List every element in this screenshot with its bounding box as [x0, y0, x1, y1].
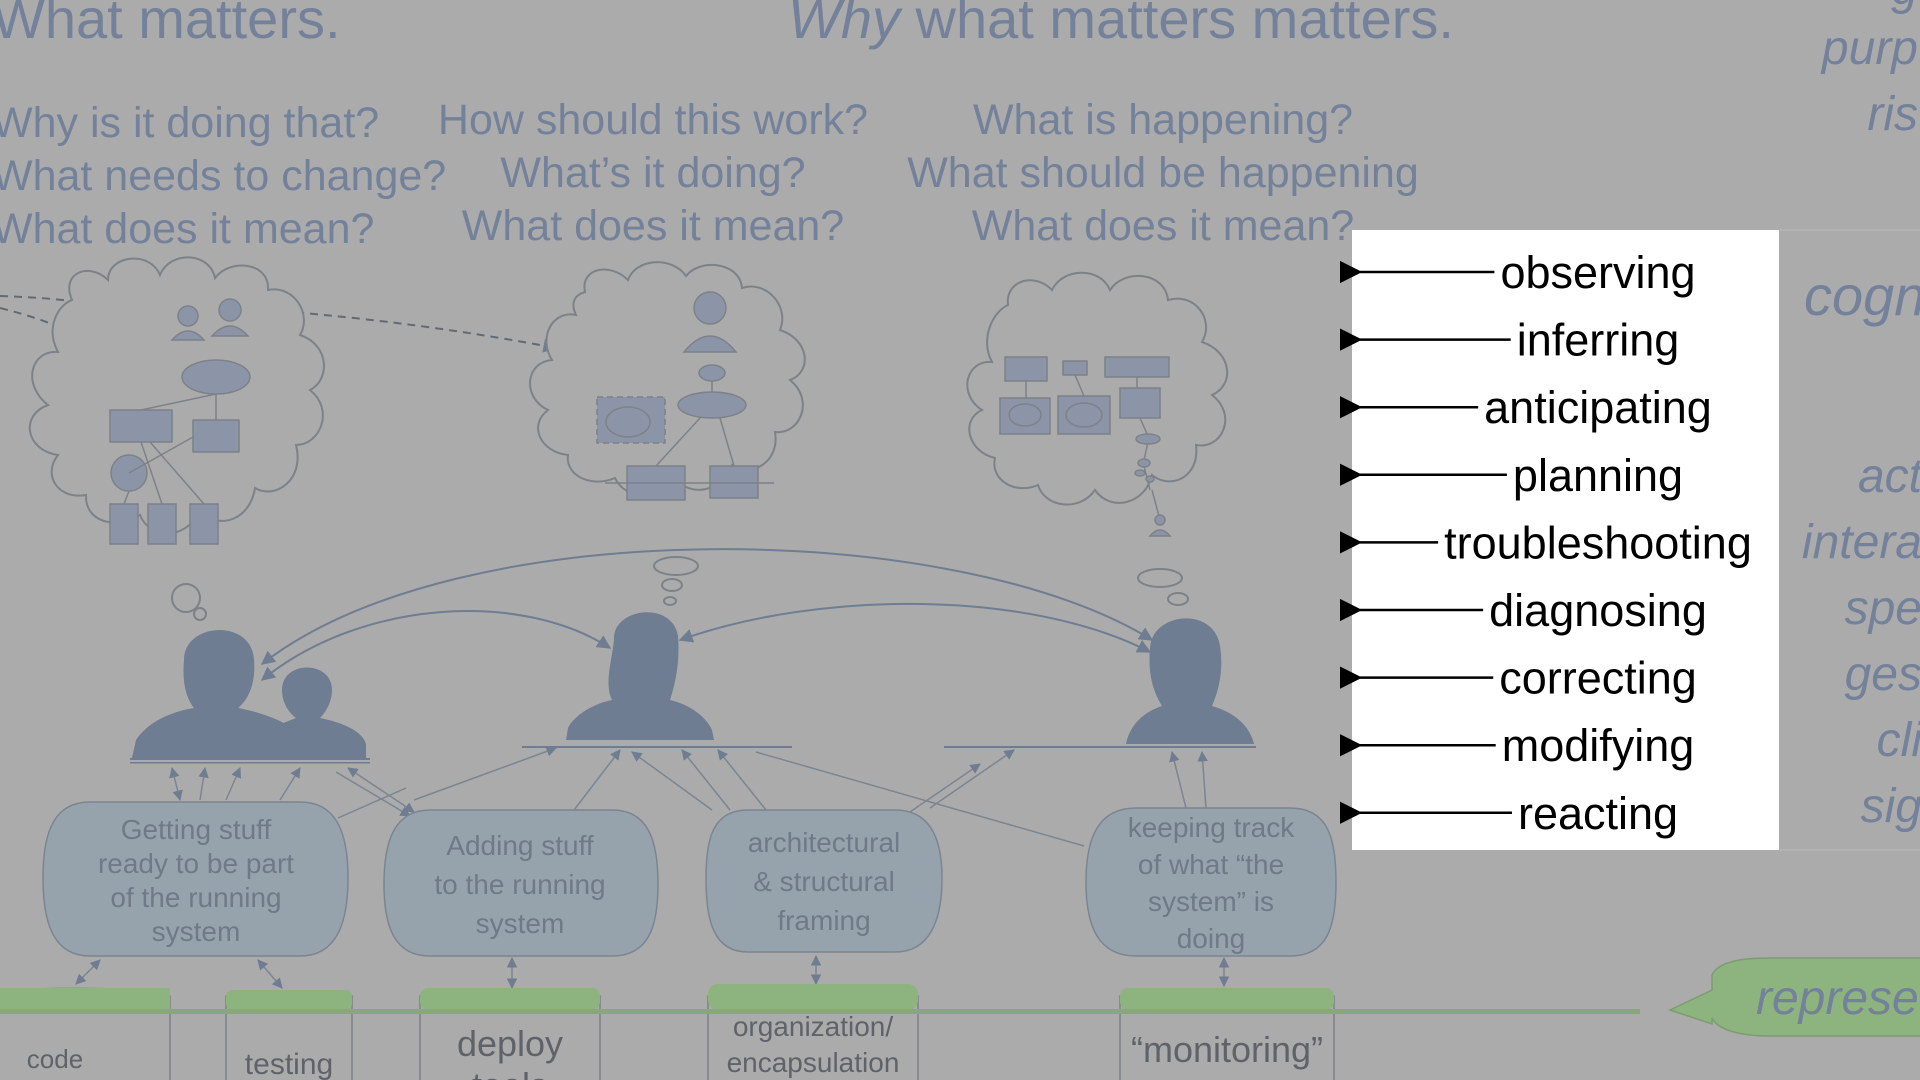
representation-line	[0, 1009, 1640, 1014]
right-panel-line-1: act	[1858, 450, 1920, 503]
right-panel-lines: act intera spe ges cli sig	[1802, 450, 1920, 833]
box-3-line-1: architectural	[748, 827, 901, 858]
box-4-line-3: system” is	[1148, 886, 1274, 917]
right-panel-line-3: spe	[1845, 582, 1920, 635]
right-panel-line-6: sig	[1861, 780, 1920, 833]
thought-cloud-left	[28, 256, 325, 535]
connector-lines	[75, 746, 1230, 990]
question-3-1: What is happening?	[973, 96, 1353, 144]
activity-label-reacting: reacting	[1518, 788, 1678, 839]
database-5: “monitoring”	[1119, 988, 1335, 1080]
person-icon	[566, 612, 714, 740]
interaction-arcs	[260, 548, 1154, 681]
header-center-italic: Why	[788, 0, 903, 50]
activity-label-diagnosing: diagnosing	[1489, 585, 1707, 636]
dashed-arrow-left	[0, 307, 68, 332]
header-right-2: purp	[1820, 22, 1918, 75]
box-2-line-3: system	[476, 908, 565, 939]
thought-bubble-left-2	[193, 607, 207, 621]
person-icon	[256, 667, 366, 758]
activity-label-correcting: correcting	[1499, 653, 1697, 704]
mental-model-right	[999, 356, 1172, 537]
database-4: organization/ encapsulation	[707, 984, 919, 1080]
question-1-1: Why is it doing that?	[0, 99, 379, 147]
box-1-line-4: system	[152, 916, 241, 947]
representation-banner: represe	[1667, 957, 1920, 1037]
activity-box-4: keeping track of what “the system” is do…	[1085, 807, 1337, 957]
box-1-line-3: of the running	[110, 882, 281, 913]
activities-list: observing inferring anticipating planning tr…	[1339, 247, 1752, 839]
person-group-left	[130, 629, 370, 764]
thought-bubble-right-2	[1167, 592, 1189, 606]
question-2-1: How should this work?	[438, 96, 868, 144]
box-3-line-3: framing	[777, 905, 870, 936]
question-3-2: What should be happening	[907, 149, 1419, 197]
activity-box-2: Adding stuff to the running system	[383, 809, 659, 957]
thought-cloud-right	[966, 271, 1229, 506]
box-1-line-1: Getting stuff	[121, 814, 272, 845]
thought-bubble-center-1	[653, 556, 699, 576]
mental-model-center	[596, 291, 774, 501]
question-2-2: What’s it doing?	[500, 149, 805, 197]
activity-label-troubleshooting: troubleshooting	[1444, 517, 1752, 568]
box-1-line-2: ready to be part	[98, 848, 294, 879]
mental-model-left	[109, 298, 251, 545]
right-panel-heading: cogn	[1804, 264, 1920, 327]
box-2-line-1: Adding stuff	[446, 830, 594, 861]
thought-cloud-center	[529, 261, 806, 497]
database-3-label-2: tools	[472, 1065, 548, 1080]
box-4-line-2: of what “the	[1138, 849, 1284, 880]
person-icon	[1126, 618, 1254, 744]
question-2-3: What does it mean?	[462, 202, 844, 250]
database-5-label: “monitoring”	[1131, 1029, 1323, 1070]
activity-box-3: architectural & structural framing	[705, 809, 943, 953]
question-3-3: What does it mean?	[972, 202, 1354, 250]
box-4-line-4: doing	[1177, 923, 1246, 954]
database-2: testing	[225, 990, 353, 1080]
header-left: What matters.	[0, 0, 341, 50]
thought-bubble-center-3	[663, 596, 677, 606]
activity-label-anticipating: anticipating	[1484, 382, 1712, 433]
dashed-arrow-center	[267, 309, 558, 353]
person-center	[522, 612, 792, 748]
activity-label-planning: planning	[1513, 450, 1683, 501]
thought-bubble-left-1	[171, 583, 201, 613]
thought-bubble-right-1	[1137, 568, 1183, 588]
banner-label: represe	[1756, 972, 1919, 1025]
header-center-rest: what matters matters.	[900, 0, 1454, 50]
activity-box-1: Getting stuff ready to be part of the ru…	[42, 801, 349, 957]
activity-label-observing: observing	[1500, 247, 1695, 298]
box-3-line-2: & structural	[753, 866, 895, 897]
header-right-1: g	[1891, 0, 1918, 15]
activity-label-modifying: modifying	[1502, 720, 1695, 771]
question-1-3: What does it mean?	[0, 205, 374, 253]
database-1-label: code	[27, 1044, 83, 1074]
database-4-label-2: encapsulation	[727, 1047, 900, 1078]
person-icon	[132, 629, 300, 758]
person-right	[944, 618, 1256, 748]
database-1: code	[0, 987, 171, 1080]
right-panel-line-4: ges	[1845, 648, 1920, 701]
question-1-2: What needs to change?	[0, 152, 446, 200]
header-center: Why what matters matters.	[788, 0, 1454, 50]
header-right-3: ris	[1867, 88, 1918, 141]
thought-bubble-center-2	[661, 578, 683, 592]
right-panel-line-5: cli	[1877, 714, 1920, 767]
database-4-label-1: organization/	[733, 1011, 894, 1042]
box-2-line-2: to the running	[434, 869, 605, 900]
right-panel-line-2: intera	[1802, 516, 1920, 569]
database-3: deploy tools	[419, 988, 601, 1080]
box-4-line-1: keeping track	[1128, 812, 1296, 843]
database-3-label-1: deploy	[457, 1023, 563, 1064]
activity-label-inferring: inferring	[1517, 315, 1680, 366]
database-2-label: testing	[245, 1048, 333, 1080]
activities-panel	[1352, 230, 1779, 850]
